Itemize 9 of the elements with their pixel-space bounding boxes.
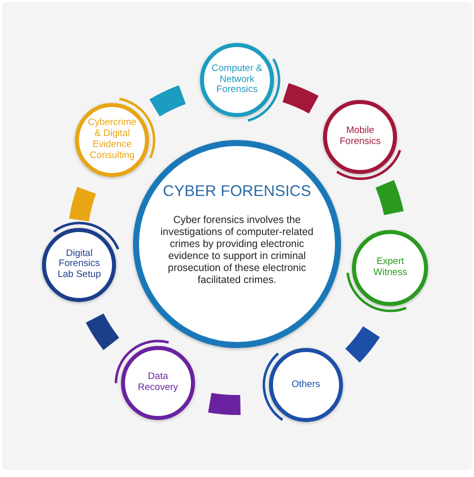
topic-label: Others	[290, 380, 322, 390]
topic-label: Cybercrime & Digital Evidence Consulting	[86, 118, 138, 162]
title: CYBER FORENSICS	[162, 182, 312, 201]
topic-label: Mobile Forensics	[338, 126, 382, 148]
description: Cyber forensics involves the investigations of computer-related crimes by providing electronic evidence to support in criminal prosecution of these electronic facilitated crimes.	[160, 214, 314, 288]
topic-label: Digital Forensics Lab Setup	[56, 248, 102, 282]
topic-label: Data Recovery	[136, 372, 180, 394]
topic-label: Expert Witness	[372, 256, 408, 279]
topic-label: Computer & Network Forensics	[210, 64, 264, 96]
